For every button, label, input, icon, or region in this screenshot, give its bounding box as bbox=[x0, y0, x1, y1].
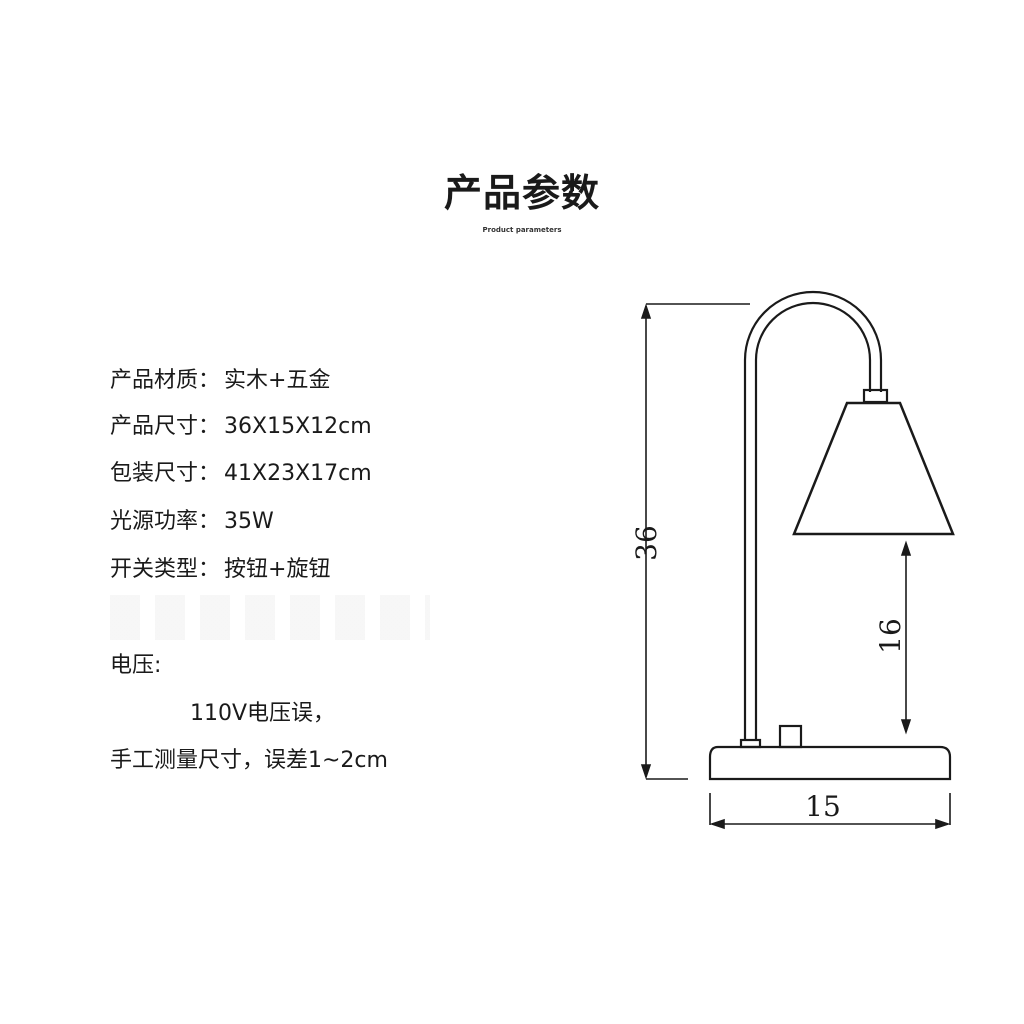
page-title: 产品参数 bbox=[443, 171, 600, 215]
dimension-lines bbox=[640, 303, 951, 830]
page-subtitle: Product parameters bbox=[482, 226, 562, 234]
voltage-label: 电压: bbox=[110, 653, 162, 678]
measurement-note: 手工测量尺寸，误差1~2cm bbox=[110, 748, 388, 773]
spec-product-size: 产品尺寸：36X15X12cm bbox=[110, 408, 372, 440]
spec-value: 35W bbox=[224, 509, 274, 534]
voltage-value: 110V电压误， bbox=[190, 701, 336, 726]
lamp-shade bbox=[792, 401, 955, 536]
lamp-collar bbox=[862, 388, 889, 404]
spec-value: 按钮+旋钮 bbox=[224, 557, 331, 582]
arrow-left-icon bbox=[709, 818, 725, 830]
lamp-base bbox=[708, 745, 952, 781]
clearance-label: 16 bbox=[874, 618, 907, 654]
arrow-up-icon bbox=[640, 303, 652, 319]
spec-material: 产品材质：实木+五金 bbox=[110, 362, 330, 394]
spec-label: 产品材质： bbox=[110, 368, 221, 393]
lamp-arm-inner bbox=[754, 301, 872, 740]
width-label: 15 bbox=[805, 790, 841, 823]
erased-text-region bbox=[110, 595, 430, 640]
arrow-down-icon bbox=[640, 764, 652, 780]
spec-value: 36X15X12cm bbox=[224, 414, 372, 439]
lamp-knob bbox=[778, 724, 803, 749]
spec-switch-type: 开关类型：按钮+旋钮 bbox=[110, 551, 330, 583]
arrow-right-icon bbox=[935, 818, 951, 830]
spec-label: 光源功率： bbox=[110, 509, 221, 534]
spec-value: 41X23X17cm bbox=[224, 461, 372, 486]
spec-label: 开关类型： bbox=[110, 557, 221, 582]
spec-label: 包装尺寸： bbox=[110, 461, 221, 486]
spec-value: 实木+五金 bbox=[224, 368, 331, 393]
height-label: 36 bbox=[630, 525, 663, 561]
arrow-up-icon bbox=[900, 540, 912, 556]
spec-package-size: 包装尺寸：41X23X17cm bbox=[110, 455, 372, 487]
arrow-down-icon bbox=[900, 719, 912, 735]
spec-label: 产品尺寸： bbox=[110, 414, 221, 439]
lamp-arm-outer bbox=[743, 290, 883, 740]
lamp-outline bbox=[708, 290, 955, 781]
spec-power: 光源功率：35W bbox=[110, 503, 274, 535]
